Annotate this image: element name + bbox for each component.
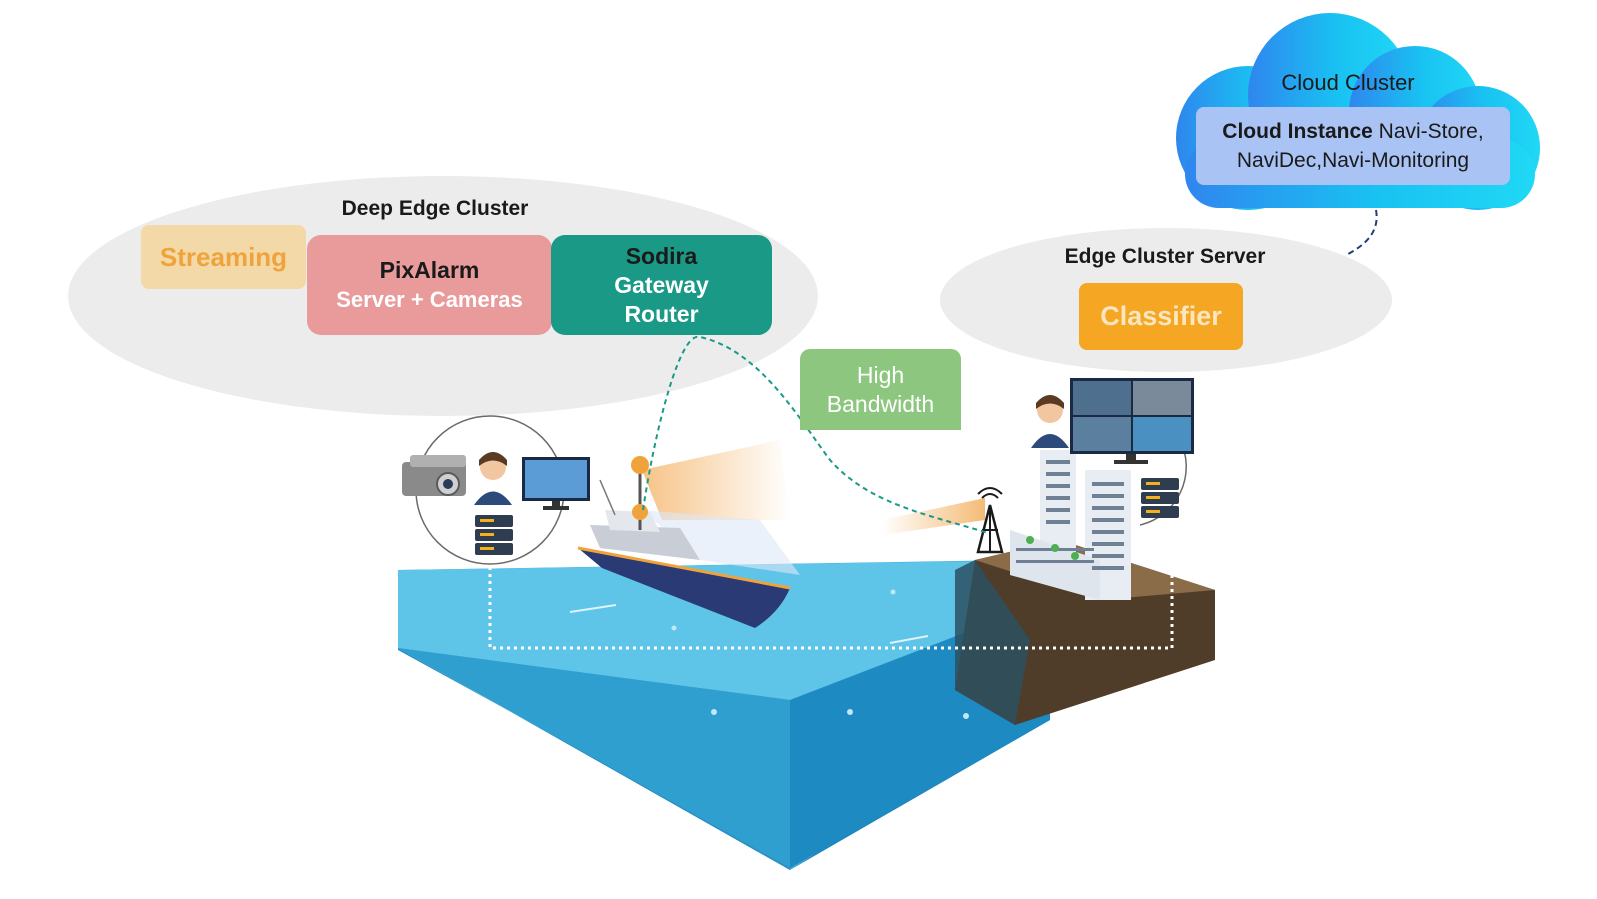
edge-cluster-server-title: Edge Cluster Server — [1064, 245, 1266, 268]
sodira-gateway: Gateway — [614, 271, 709, 298]
sodira-box: Sodira Gateway Router — [551, 235, 772, 335]
pixalarm-subtitle: Server + Cameras — [336, 287, 523, 312]
buildings-illustration — [1010, 450, 1131, 600]
deep-edge-cluster-title: Deep Edge Cluster — [341, 197, 529, 220]
edge-equipment — [1031, 378, 1194, 526]
sodira-title: Sodira — [625, 242, 698, 269]
ship-illustration — [577, 440, 800, 628]
classifier-box: Classifier — [1079, 283, 1243, 350]
cloud-instance-line2: NaviDec,Navi-Monitoring — [1236, 149, 1470, 172]
wireless-link-line — [642, 335, 989, 534]
cloud-instance-services1: Navi-Store, — [1372, 120, 1484, 143]
streaming-label: Streaming — [159, 241, 288, 272]
cloud-instance-label: Cloud Instance — [1222, 120, 1373, 143]
pixalarm-title: PixAlarm — [379, 257, 480, 283]
high-bandwidth-line1: High — [856, 361, 905, 388]
cloud-cluster-title: Cloud Cluster — [1281, 70, 1415, 95]
deep-edge-equipment — [402, 415, 590, 565]
cloud-instance-line1: Cloud Instance Navi-Store, — [1222, 117, 1483, 146]
pixalarm-box: PixAlarm Server + Cameras — [307, 235, 552, 335]
high-bandwidth-line2: Bandwidth — [826, 390, 935, 417]
high-bandwidth-box: High Bandwidth — [800, 349, 961, 430]
cloud-link-line — [1347, 209, 1378, 255]
internal-network-line — [488, 518, 1174, 650]
sodira-router: Router — [624, 300, 699, 327]
cloud-instance-box: Cloud Instance Navi-Store, NaviDec,Navi-… — [1196, 107, 1510, 185]
classifier-label: Classifier — [1100, 301, 1222, 331]
streaming-box: Streaming — [141, 225, 306, 289]
